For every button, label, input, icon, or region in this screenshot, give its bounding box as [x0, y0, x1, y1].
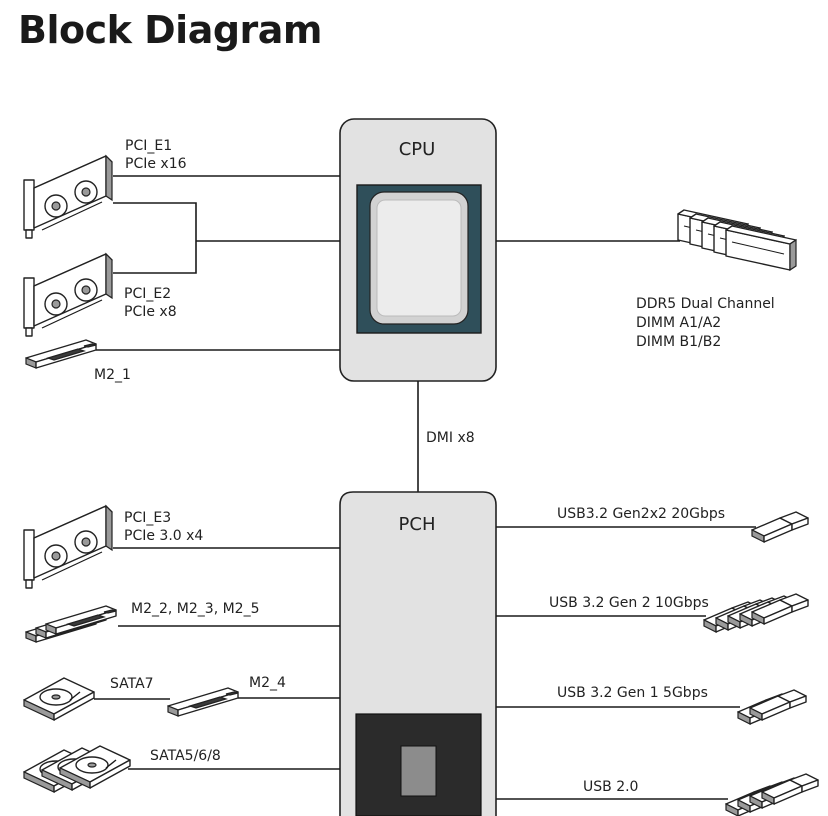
pch-label: PCH	[399, 514, 436, 535]
usb-2-label: USB 2.0	[583, 779, 638, 795]
graphics-card-icon	[23, 155, 113, 239]
cpu-block: CPU	[339, 118, 497, 382]
dmi-label: DMI x8	[426, 430, 475, 446]
pci-e-bracket	[113, 202, 197, 274]
m2-ssd-icon	[25, 605, 117, 643]
graphics-card-icon	[23, 253, 113, 337]
hard-drive-icon	[23, 745, 131, 793]
pci-e3-label: PCI_E3	[124, 510, 171, 526]
graphics-card-icon	[23, 505, 113, 589]
cpu-label: CPU	[399, 139, 436, 160]
pch-block: PCH	[339, 491, 497, 816]
usb-drive-icon	[725, 773, 819, 816]
usb-drive-icon	[751, 511, 809, 543]
m2-ssd-icon	[25, 339, 97, 369]
m2-4-label: M2_4	[249, 675, 286, 691]
m2-1-label: M2_1	[94, 367, 131, 383]
memory-type-label: DDR5 Dual Channel	[636, 296, 775, 312]
memory-slot-a-label: DIMM A1/A2	[636, 315, 721, 331]
ram-module-icon	[677, 209, 797, 271]
pci-e2-label: PCI_E2	[124, 286, 171, 302]
usb-20g-label: USB3.2 Gen2x2 20Gbps	[557, 506, 725, 522]
hard-drive-icon	[23, 677, 95, 721]
usb-drive-icon	[737, 689, 807, 725]
sata568-label: SATA5/6/8	[150, 748, 221, 764]
m2-ssd-icon	[167, 687, 239, 717]
page-title: Block Diagram	[18, 8, 323, 52]
m2-group-label: M2_2, M2_3, M2_5	[131, 601, 259, 617]
usb-10g-label: USB 3.2 Gen 2 10Gbps	[549, 595, 709, 611]
usb-drive-icon	[703, 593, 809, 633]
pci-e2-speed: PCIe x8	[124, 304, 177, 320]
pch-chip-icon	[355, 713, 482, 816]
usb-5g-label: USB 3.2 Gen 1 5Gbps	[557, 685, 708, 701]
cpu-chip-icon	[356, 184, 482, 334]
memory-slot-b-label: DIMM B1/B2	[636, 334, 721, 350]
pci-e3-speed: PCIe 3.0 x4	[124, 528, 203, 544]
pci-e1-label: PCI_E1	[125, 138, 172, 154]
sata7-label: SATA7	[110, 676, 154, 692]
pci-e1-speed: PCIe x16	[125, 156, 187, 172]
